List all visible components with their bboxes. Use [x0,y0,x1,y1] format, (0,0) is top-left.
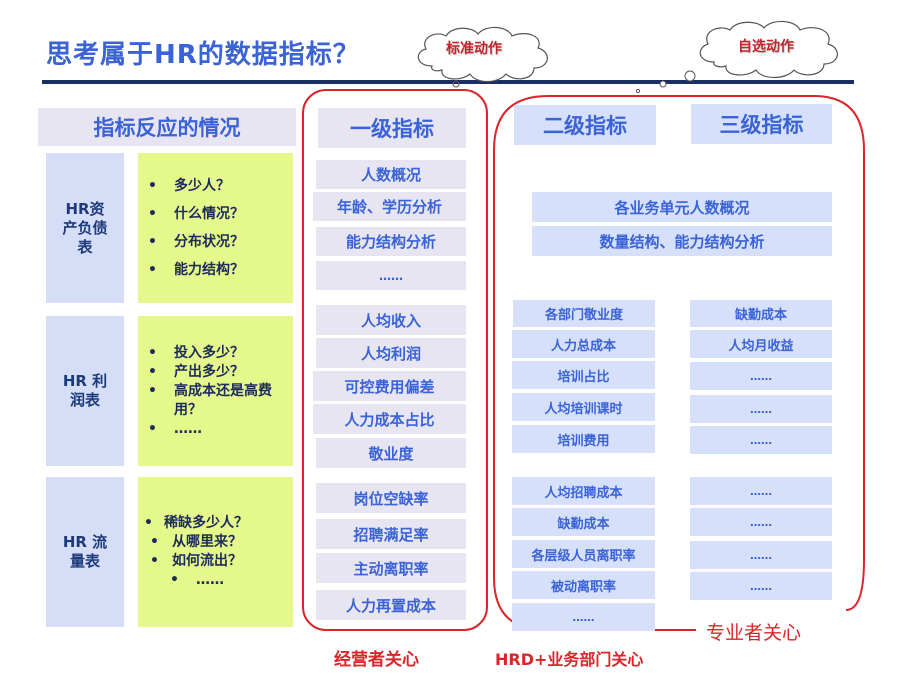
level1-metric: 人力再置成本 [316,590,466,620]
level3-metric: …… [690,395,832,423]
level2-metric: 人均培训课时 [512,393,655,421]
level2-metric: …… [512,603,655,631]
level2-wide-metric: 各业务单元人数概况 [532,192,832,222]
level2-metric: 各部门敬业度 [513,300,655,327]
level1-frame [302,89,488,631]
level1-metric: 主动离职率 [316,553,466,583]
level2-3-frame [493,95,865,631]
level1-metric: 年龄、学历分析 [313,192,466,221]
level1-metric: 招聘满足率 [316,519,466,549]
level3-metric: 缺勤成本 [690,300,832,327]
level1-metric: 人力成本占比 [313,404,466,434]
level3-metric: …… [690,572,832,600]
level2-metric: 培训占比 [512,361,655,389]
question-item: •高成本还是高费用？ [148,382,272,418]
level1-metric: 能力结构分析 [316,227,466,256]
section-label-hr-income-statement: HR 利 润表 [46,316,124,466]
level3-metric: …… [690,508,832,536]
thought-bubble-dots [635,70,696,94]
level1-metric: …… [316,261,466,290]
question-item: •稀缺多少人？ [144,515,248,531]
cloud-label-standard: 标准动作 [446,41,502,57]
title-underline [42,80,854,84]
level2-caption: HRD+业务部门关心 [495,650,644,669]
section-label-hr-balance-sheet: HR资 产负债 表 [46,153,124,303]
page-title: 思考属于HR的数据指标？ [46,40,360,70]
level3-header: 三级指标 [691,104,832,144]
question-item: •…… [148,420,202,437]
level2-metric: 被动离职率 [512,571,655,599]
questions-box-hr-flow-statement: •稀缺多少人？ •从哪里来？ •如何流出？ •…… [138,477,293,627]
level3-metric: …… [690,541,832,569]
level3-metric: 人均月收益 [690,330,832,358]
question-item: •…… [170,572,224,588]
level3-metric: …… [690,426,832,454]
level1-metric: 敬业度 [316,438,466,468]
cloud-callout-standard [417,26,548,88]
level2-metric: 培训费用 [512,425,655,453]
cloud-label-optional: 自选动作 [738,39,794,55]
level1-metric: 岗位空缺率 [316,483,466,513]
question-item: •多少人？ [148,177,230,194]
level1-header: 一级指标 [318,108,466,148]
level1-metric: 人数概况 [316,160,466,189]
section-label-hr-flow-statement: HR 流 量表 [46,477,124,627]
question-item: •如何流出？ [150,553,242,569]
questions-box-hr-balance-sheet: •多少人？ •什么情况？ •分布状况？ •能力结构？ [138,153,293,303]
cloud-callout-optional [699,20,838,79]
level2-metric: 各层级人员离职率 [512,540,655,568]
question-item: •分布状况？ [148,233,244,250]
reflection-header: 指标反应的情况 [38,108,296,146]
level3-metric: …… [690,362,832,390]
level1-metric: 人均利润 [316,338,466,368]
level2-metric: 人力总成本 [512,330,655,358]
level3-caption: 专业者关心 [706,622,802,644]
question-item: •从哪里来？ [150,534,242,550]
level3-metric: …… [690,477,832,505]
question-item: •产出多少？ [148,363,244,380]
question-item: •投入多少？ [148,344,244,361]
level2-metric: 人均招聘成本 [512,477,655,505]
question-item: •能力结构？ [148,261,244,278]
level1-caption: 经营者关心 [334,650,419,670]
question-item: •什么情况？ [148,205,244,222]
level1-metric: 人均收入 [316,305,466,335]
questions-box-hr-income-statement: •投入多少？ •产出多少？ •高成本还是高费用？ •…… [138,316,293,466]
level2-header: 二级指标 [514,105,656,145]
level2-metric: 缺勤成本 [512,508,655,536]
level1-metric: 可控费用偏差 [313,371,466,401]
level2-wide-metric: 数量结构、能力结构分析 [532,226,832,256]
